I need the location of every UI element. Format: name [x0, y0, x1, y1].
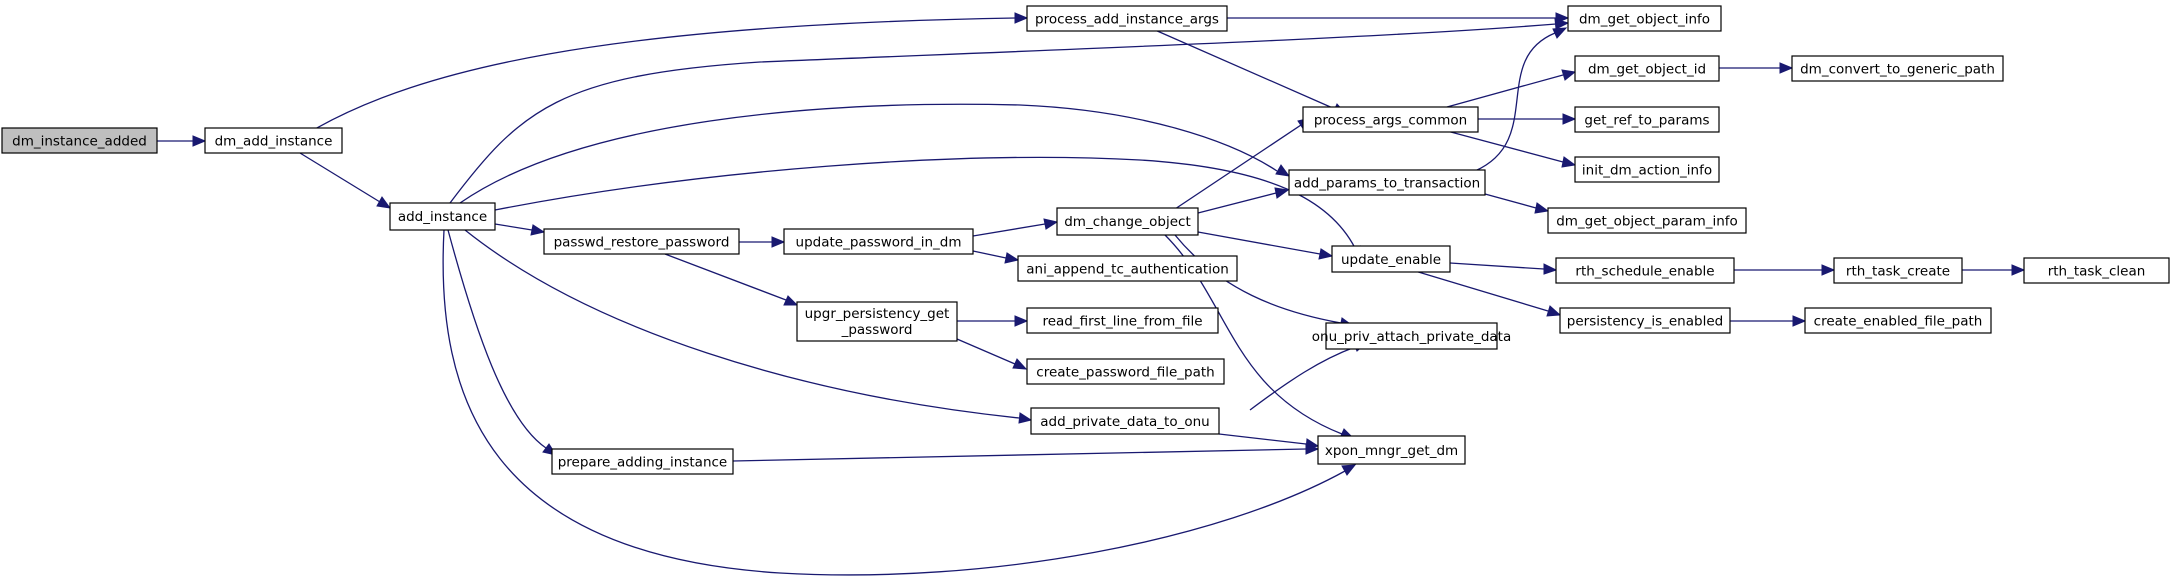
edge-dm-add-instance-to-process-add-instance-args [314, 12, 1029, 130]
node-ani-append-tc-authentication[interactable]: ani_append_tc_authentication [1017, 255, 1238, 282]
node-rth-task-clean[interactable]: rth_task_clean [2023, 257, 2170, 284]
edge-add-instance-to-xpon-mngr-get-dm [442, 229, 1357, 576]
edge-update-password-in-dm-to-ani-append-tc-authentication [972, 250, 1020, 264]
edge-dm-get-object-id-to-dm-convert-to-generic-path [1719, 62, 1794, 74]
svg-text:rth_task_create: rth_task_create [1846, 264, 1950, 280]
svg-text:add_private_data_to_onu: add_private_data_to_onu [1040, 414, 1209, 430]
svg-text:_password: _password [841, 322, 913, 338]
node-rth-task-create[interactable]: rth_task_create [1833, 257, 1963, 284]
svg-text:init_dm_action_info: init_dm_action_info [1582, 163, 1712, 179]
node-dm-convert-to-generic-path[interactable]: dm_convert_to_generic_path [1791, 55, 2004, 82]
svg-text:update_enable: update_enable [1341, 252, 1441, 268]
node-dm-get-object-info[interactable]: dm_get_object_info [1567, 5, 1722, 32]
node-dm-get-object-param-info[interactable]: dm_get_object_param_info [1547, 207, 1747, 234]
node-init-dm-action-info[interactable]: init_dm_action_info [1574, 156, 1720, 183]
edge-passwd-restore-password-to-upgr-persistency-get-password [664, 253, 799, 306]
edge-process-args-common-to-get-ref-to-params [1478, 113, 1577, 125]
node-process-args-common[interactable]: process_args_common [1302, 106, 1479, 133]
edge-dm-add-instance-to-add-instance [299, 152, 392, 209]
node-read-first-line-from-file[interactable]: read_first_line_from_file [1026, 307, 1219, 334]
svg-text:dm_get_object_param_info: dm_get_object_param_info [1556, 214, 1738, 230]
edge-prepare-adding-instance-to-xpon-mngr-get-dm [732, 443, 1320, 462]
svg-text:dm_instance_added: dm_instance_added [12, 134, 147, 150]
svg-text:create_enabled_file_path: create_enabled_file_path [1814, 314, 1983, 330]
node-dm-get-object-id[interactable]: dm_get_object_id [1574, 55, 1720, 82]
node-dm-instance-added[interactable]: dm_instance_added [1, 127, 158, 154]
svg-text:process_add_instance_args: process_add_instance_args [1035, 12, 1219, 28]
node-get-ref-to-params[interactable]: get_ref_to_params [1574, 106, 1720, 133]
svg-text:add_instance: add_instance [398, 209, 487, 225]
edge-passwd-restore-password-to-update-password-in-dm [739, 236, 786, 248]
edge-add-instance-to-passwd-restore-password [494, 223, 546, 236]
svg-text:update_password_in_dm: update_password_in_dm [796, 235, 962, 251]
svg-text:process_args_common: process_args_common [1314, 113, 1467, 129]
edge-add-params-to-transaction-to-dm-get-object-info [1474, 27, 1568, 172]
edge-update-enable-to-persistency-is-enabled [1414, 270, 1562, 317]
svg-text:prepare_adding_instance: prepare_adding_instance [558, 455, 728, 471]
svg-text:read_first_line_from_file: read_first_line_from_file [1042, 314, 1202, 330]
svg-text:add_params_to_transaction: add_params_to_transaction [1294, 176, 1480, 192]
svg-text:upgr_persistency_get: upgr_persistency_get [805, 306, 950, 322]
node-passwd-restore-password[interactable]: passwd_restore_password [543, 228, 740, 255]
node-onu-priv-attach-private-data-main[interactable]: onu_priv_attach_private_data [1312, 322, 1511, 350]
node-persistency-is-enabled[interactable]: persistency_is_enabled [1559, 307, 1731, 334]
svg-text:dm_change_object: dm_change_object [1064, 214, 1191, 230]
edge-dm-change-object-to-update-enable [1197, 231, 1334, 260]
svg-text:xpon_mngr_get_dm: xpon_mngr_get_dm [1325, 443, 1458, 459]
edge-update-password-in-dm-to-dm-change-object [972, 218, 1059, 237]
edge-add-instance-to-dm-get-object-info [449, 18, 1570, 204]
node-update-password-in-dm[interactable]: update_password_in_dm [783, 228, 974, 255]
svg-text:dm_get_object_id: dm_get_object_id [1588, 62, 1706, 78]
edge-process-add-instance-args-to-process-args-common [1154, 29, 1348, 115]
edge-add-params-to-transaction-to-dm-get-object-param-info [1484, 193, 1550, 214]
node-add-params-to-transaction[interactable]: add_params_to_transaction [1288, 169, 1486, 196]
svg-text:passwd_restore_password: passwd_restore_password [554, 235, 730, 251]
node-add-instance[interactable]: add_instance [389, 202, 496, 231]
edge-dm-change-object-to-add-params-to-transaction [1197, 187, 1290, 214]
svg-text:ani_append_tc_authentication: ani_append_tc_authentication [1026, 262, 1229, 278]
edge-process-args-common-to-dm-get-object-id [1446, 69, 1577, 108]
node-upgr-persistency-get-password[interactable]: upgr_persistency_get _password [796, 301, 958, 342]
node-add-private-data-to-onu[interactable]: add_private_data_to_onu [1030, 407, 1220, 435]
svg-text:get_ref_to_params: get_ref_to_params [1584, 113, 1709, 129]
svg-text:dm_convert_to_generic_path: dm_convert_to_generic_path [1800, 62, 1995, 78]
svg-text:create_password_file_path: create_password_file_path [1036, 365, 1214, 381]
edge-add-private-data-to-onu-to-xpon-mngr-get-dm [1218, 433, 1320, 450]
svg-text:rth_schedule_enable: rth_schedule_enable [1575, 264, 1714, 280]
edge-rth-schedule-enable-to-rth-task-create [1734, 264, 1836, 276]
node-dm-change-object[interactable]: dm_change_object [1056, 207, 1199, 236]
edge-dm-instance-added-to-dm-add-instance [157, 135, 207, 147]
edge-update-enable-to-rth-schedule-enable [1449, 262, 1558, 275]
svg-text:dm_get_object_info: dm_get_object_info [1579, 12, 1710, 28]
edge-upgr-get-password-to-create-password-file-path [956, 338, 1028, 370]
node-create-enabled-file-path[interactable]: create_enabled_file_path [1804, 307, 1992, 334]
svg-text:rth_task_clean: rth_task_clean [2048, 264, 2146, 280]
svg-text:persistency_is_enabled: persistency_is_enabled [1567, 314, 1723, 330]
edge-add-instance-to-add-private-data-to-onu [464, 229, 1033, 424]
node-process-add-instance-args[interactable]: process_add_instance_args [1026, 5, 1228, 32]
node-xpon-mngr-get-dm[interactable]: xpon_mngr_get_dm [1317, 435, 1466, 465]
node-prepare-adding-instance[interactable]: prepare_adding_instance [551, 448, 734, 475]
edge-add-private-data-to-onu-to-onu-priv-attach-private-data [1249, 341, 1368, 411]
node-rth-schedule-enable[interactable]: rth_schedule_enable [1555, 257, 1735, 284]
edge-process-args-common-to-init-dm-action-info [1446, 130, 1577, 168]
svg-text:dm_add_instance: dm_add_instance [215, 134, 333, 150]
node-create-password-file-path[interactable]: create_password_file_path [1026, 358, 1225, 385]
edge-rth-task-create-to-rth-task-clean [1962, 264, 2026, 276]
edge-persistency-is-enabled-to-create-enabled-file-path [1730, 315, 1807, 327]
edge-add-instance-to-add-params-to-transaction [459, 103, 1291, 204]
node-dm-add-instance[interactable]: dm_add_instance [204, 127, 343, 154]
edge-add-instance-to-prepare-adding-instance [447, 229, 558, 456]
svg-text:onu_priv_attach_private_data: onu_priv_attach_private_data [1312, 329, 1511, 345]
node-update-enable[interactable]: update_enable [1331, 245, 1451, 273]
edge-upgr-get-password-to-read-first-line-from-file [957, 315, 1029, 327]
edge-process-add-instance-args-to-dm-get-object-info [1227, 12, 1570, 24]
